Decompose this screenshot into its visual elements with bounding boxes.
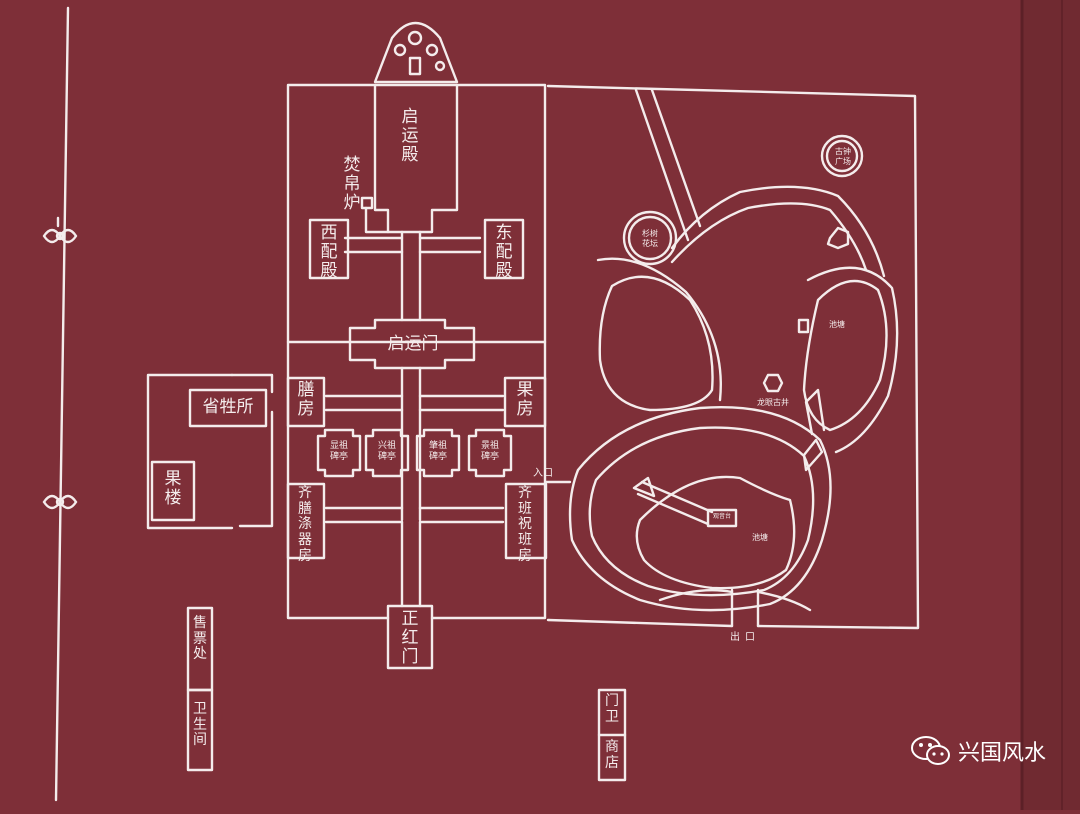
ticket-label: 售票处 [193,615,207,663]
west-hall-box [308,218,350,280]
garden-path [670,185,886,278]
stele-pavilion-3 [415,428,461,478]
main-hall-outline [373,83,459,234]
shop-label: 商店 [605,739,619,771]
pond-north-label: 池塘 [829,320,845,329]
pine-terrace-label: 杉树花坛 [642,229,658,248]
kitchen-label: 膳房 [297,380,315,420]
apse-tablet [408,56,422,76]
stele-pavilion-1 [316,428,362,478]
dragon-well-label: 龙眼古井 [757,398,789,407]
fruit-tower-box [150,460,196,522]
garden-lobe [598,275,714,412]
guard-label: 门卫 [605,693,619,725]
pine-terrace-circle [627,215,673,261]
toilet-box [186,688,214,772]
apse-mound [393,43,407,57]
stele-2-label: 兴祖碑亭 [377,441,396,462]
axis-path [400,230,422,322]
apse-mound [407,30,423,46]
main-gate-box [386,604,434,670]
east-guard-box [504,482,548,560]
south-pond [635,475,796,590]
east-hall-box [483,218,525,280]
exit-label: 出口 [730,632,760,643]
apse-mound [425,43,439,57]
wechat-icon [910,736,950,765]
small-pavilion-label: 观音台 [712,513,731,520]
bell-square-circle [825,139,859,173]
fruit-tower-label: 果楼 [164,469,182,509]
west-vessels-label: 齐膳涤器房 [298,485,312,564]
east-hall-label: 东配殿 [495,223,513,282]
fruit-room-label: 果房 [516,380,534,420]
burner-path [364,206,390,234]
garden-loop [568,406,832,612]
bell-square-circle [820,134,864,178]
axis-path [400,520,422,608]
garden-wall [546,84,920,630]
axis-path [400,366,422,522]
stele-3-label: 肇祖碑亭 [428,441,447,462]
burner-label: 焚帛炉 [343,155,361,214]
garden-path [806,266,899,454]
burner-box [360,196,374,210]
pond-bridge [802,438,824,472]
garden-path [804,388,826,436]
cross-path [343,236,482,254]
west-hall-label: 西配殿 [320,223,338,282]
stele-1-label: 显祖碑亭 [329,441,348,462]
annex-wall [146,373,234,530]
east-guard-label: 齐班祝班房 [518,485,532,564]
inspection-office-label: 省牲所 [202,397,254,417]
cross-path [324,506,505,524]
watermark-text: 兴国风水 [957,741,1046,766]
main-hall-label: 启运殿 [401,107,419,166]
pond-marker [797,318,810,334]
garden-path [670,202,868,272]
pine-terrace-circle [622,210,678,266]
garden-path [658,589,812,612]
garden-loop [588,426,815,597]
toilet-label: 卫生间 [193,701,207,749]
gate-outline [348,318,476,370]
bell-square-label: 古钟广场 [835,147,851,166]
stele-4-label: 景祖碑亭 [480,441,499,462]
decorative-border [42,6,78,802]
north-pond [802,279,888,432]
kitchen-box [286,376,326,428]
small-pavilion-box [706,508,738,528]
board-frame [1022,0,1080,810]
fruit-room-box [503,376,547,428]
entrance-label: 入口 [533,468,553,479]
pond-south-label: 池塘 [752,533,768,542]
stele-pavilion-2 [364,428,410,478]
inspection-office-box [188,388,268,428]
north-apse [373,21,459,84]
gate-label: 启运门 [387,334,439,354]
main-gate-label: 正红门 [401,609,419,668]
compound-wall [286,83,547,620]
garden-path [636,480,714,526]
exit-lane [730,588,760,628]
pavilion-hexagon [826,226,850,250]
watermark: 兴国风水 [910,734,1046,768]
garden-path [596,257,722,402]
well-hexagon [762,373,784,393]
entrance-diamond [632,476,656,498]
apse-mound [434,60,446,72]
cross-path [324,394,505,412]
garden-path [634,88,702,242]
annex-wall [230,373,274,528]
west-vessels-box [286,482,326,560]
stele-pavilion-4 [467,428,513,478]
